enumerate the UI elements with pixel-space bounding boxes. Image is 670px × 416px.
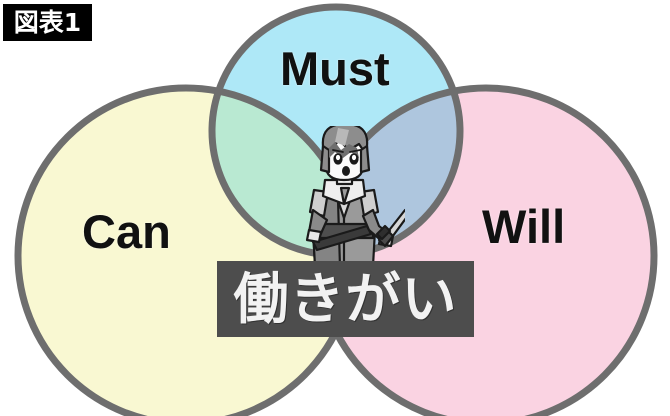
- venn-label-can: Can: [82, 205, 171, 258]
- venn-label-will: Will: [482, 200, 566, 253]
- center-highlight-box: 働きがい: [217, 261, 474, 337]
- figure-number-badge: 図表1: [3, 4, 92, 41]
- venn-label-must: Must: [280, 42, 390, 95]
- center-highlight-label: 働きがい: [233, 266, 458, 331]
